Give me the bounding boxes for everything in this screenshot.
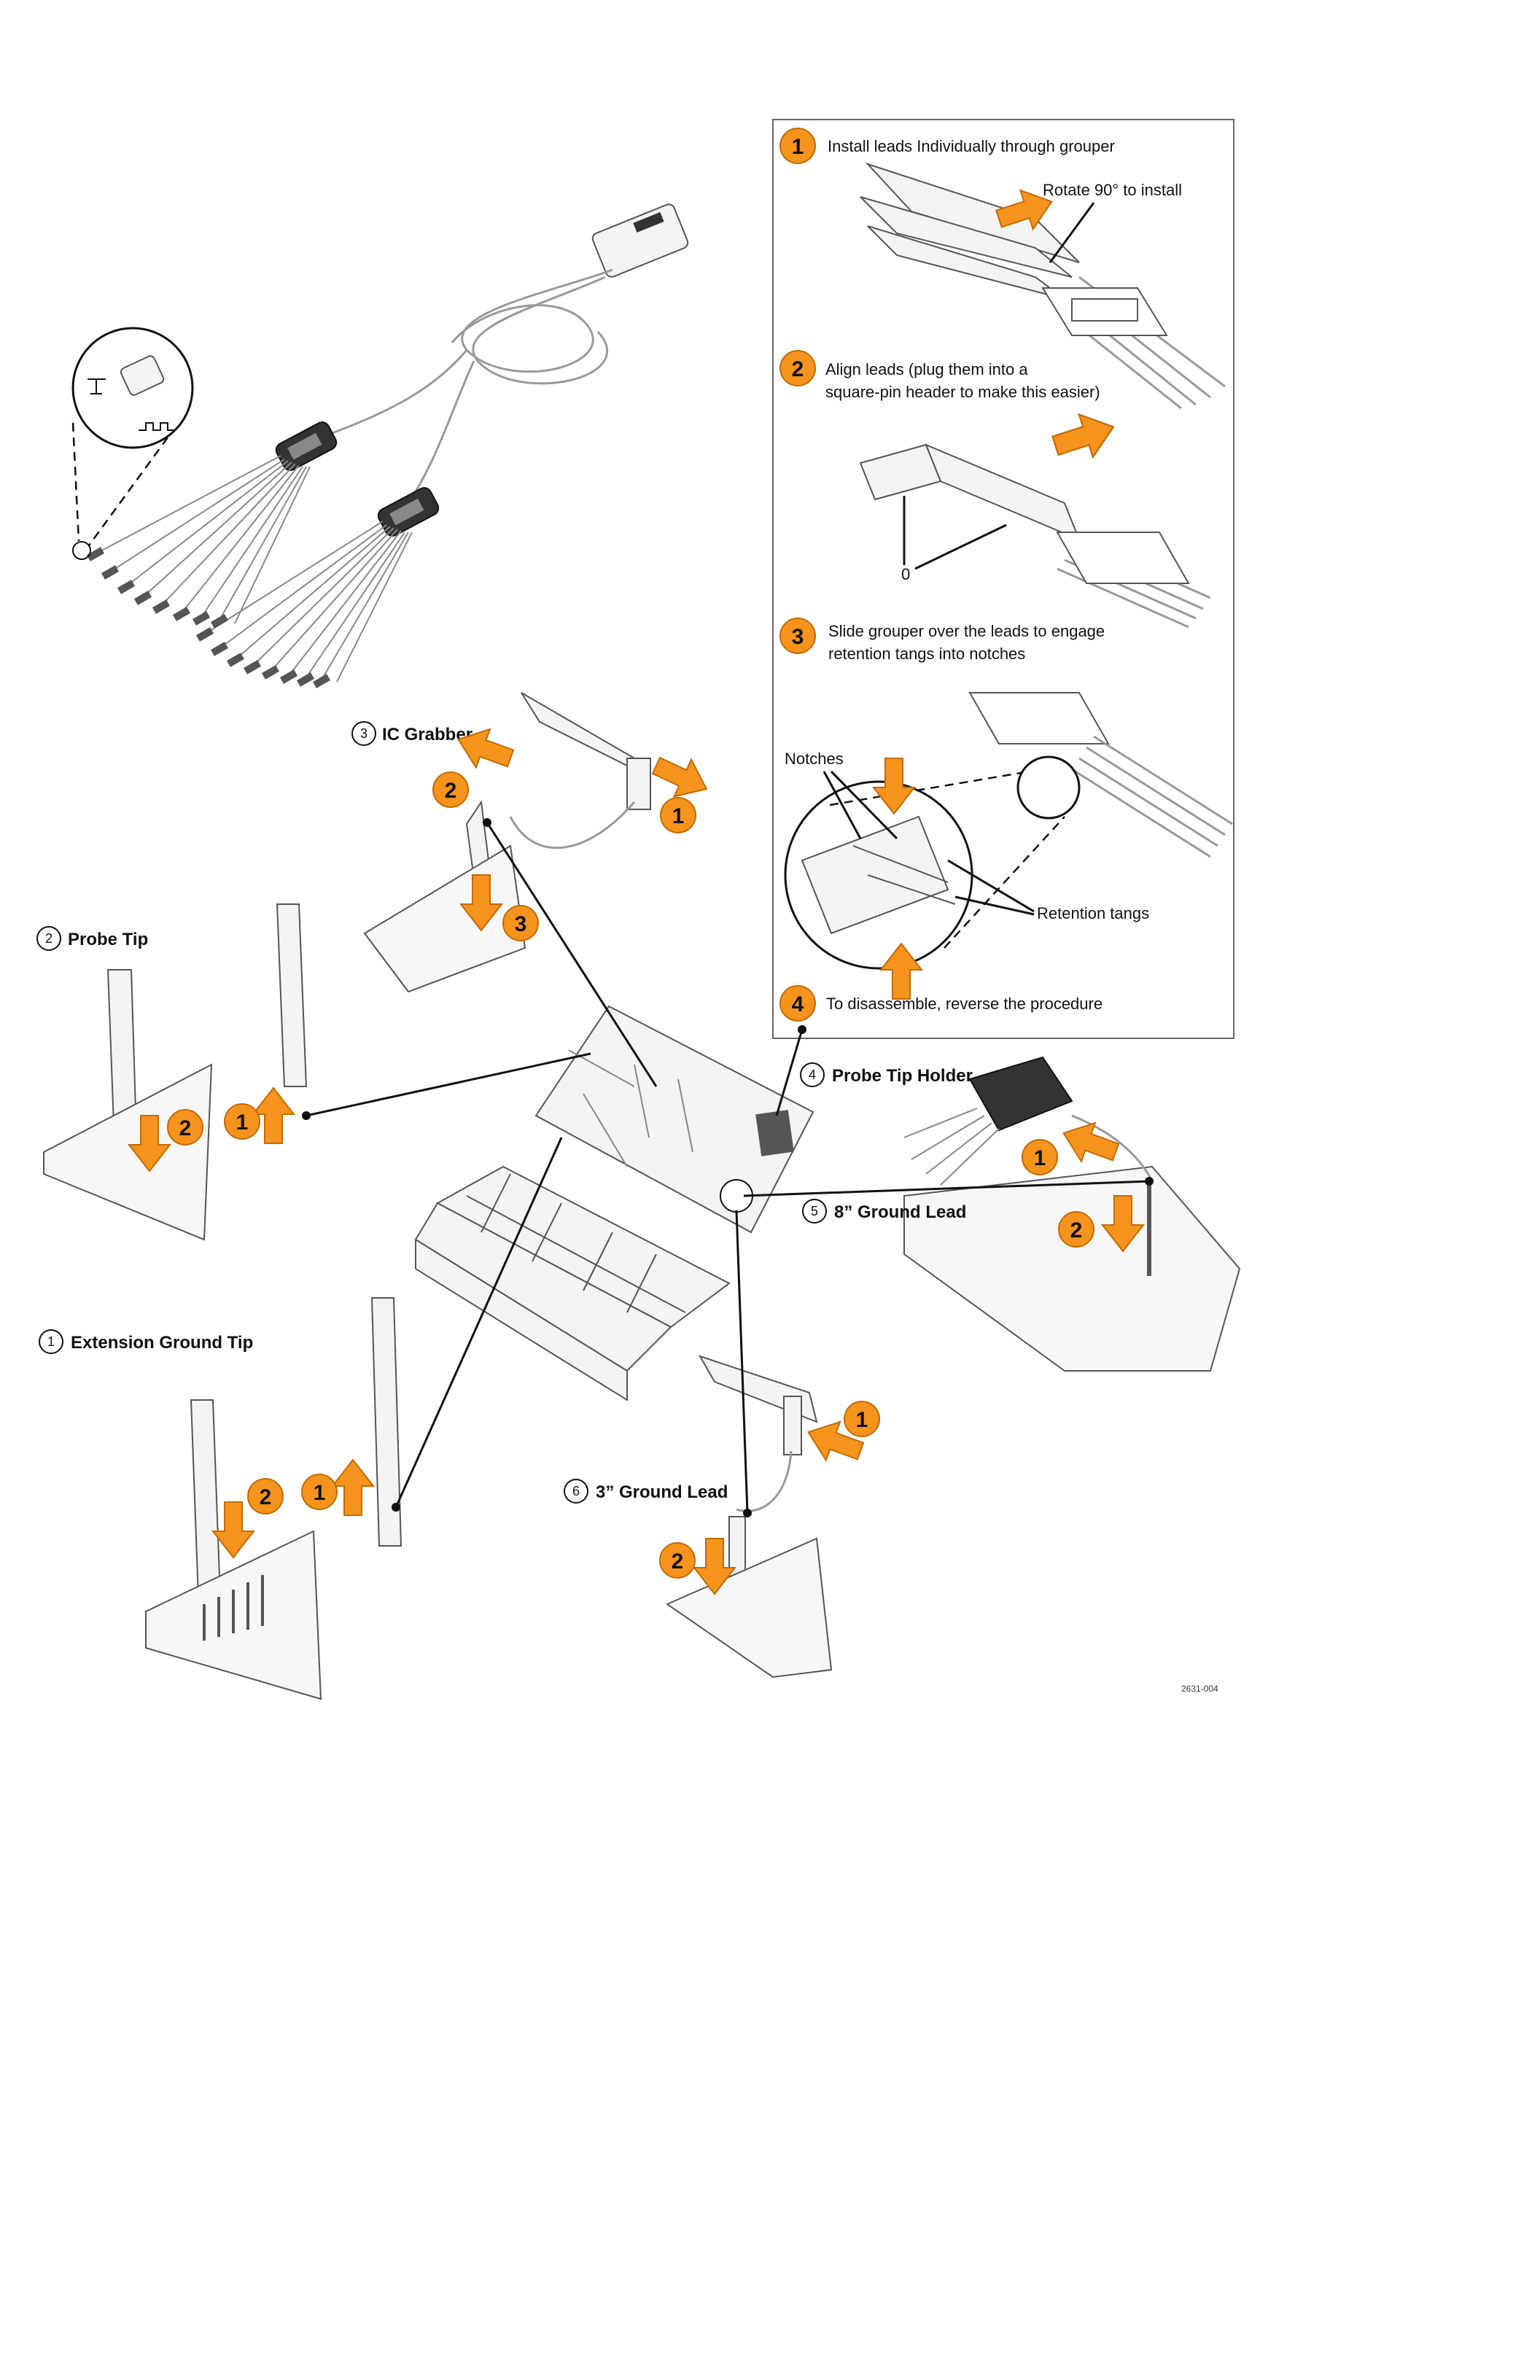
probe-tip-section: 2 Probe Tip 2 1 <box>36 903 308 1241</box>
probe-tip-number: 2 <box>45 931 52 946</box>
tip-holder-step-2: 2 <box>1070 1218 1083 1242</box>
ext-ground-step-1: 1 <box>314 1481 326 1505</box>
lead-set-pod-b <box>377 487 440 537</box>
step-2-text-line1: Align leads (plug them into a <box>825 360 1028 378</box>
step-3-text-line1: Slide grouper over the leads to engage <box>828 622 1105 640</box>
tip-holder-number: 4 <box>809 1068 816 1082</box>
square-pin-header-illustration <box>859 443 1211 629</box>
step-4-badge <box>779 985 816 1022</box>
notches-label: Notches <box>785 750 844 768</box>
ext-ground-arrow-1 <box>332 1459 374 1516</box>
step-4-number: 4 <box>792 992 804 1016</box>
lead-set-pod-a <box>275 421 338 471</box>
step-3-text-line2: retention tangs into notches <box>828 645 1025 663</box>
grouper-install-illustration <box>860 162 1226 410</box>
ic-grabber-step-3: 3 <box>515 912 527 936</box>
step-1-text: Install leads Individually through group… <box>828 137 1115 155</box>
callout-lines <box>302 818 1154 1517</box>
probe-pod <box>591 203 689 278</box>
step-2-number: 2 <box>792 357 804 381</box>
ground-3-number: 6 <box>572 1484 580 1498</box>
probe-tip-step-2: 2 <box>179 1116 192 1140</box>
step-1-badge <box>779 128 816 164</box>
tip-holder-label: Probe Tip Holder <box>832 1066 973 1086</box>
retention-tangs-label: Retention tangs <box>1037 904 1149 922</box>
ext-ground-number: 1 <box>47 1334 55 1349</box>
ic-grabber-step-1: 1 <box>672 804 685 828</box>
probe-tip-holder-section: 4 Probe Tip Holder 1 2 <box>800 1056 1241 1372</box>
step-1-number: 1 <box>792 135 804 159</box>
ground-3-label: 3” Ground Lead <box>596 1482 728 1502</box>
ground-lead-3-section: 6 3” Ground Lead 1 2 <box>564 1355 880 1679</box>
ground-8-number: 5 <box>811 1204 818 1218</box>
ic-grabber-number: 3 <box>360 726 368 741</box>
step-3-number: 3 <box>792 625 804 649</box>
step-3-badge <box>779 618 816 654</box>
probe-tip-step-1: 1 <box>236 1111 249 1135</box>
grouper-slide-illustration <box>784 692 1233 970</box>
ground-lead-8-section: 5 8” Ground Lead <box>802 1199 966 1224</box>
ground-3-step-2: 2 <box>672 1549 684 1574</box>
ext-ground-label: Extension Ground Tip <box>71 1333 253 1353</box>
instructions-panel: 1 Install leads Individually through gro… <box>772 119 1234 1039</box>
accessory-case <box>414 1005 814 1401</box>
step-4-text: To disassemble, reverse the procedure <box>826 995 1102 1013</box>
step-2-text-line2: square-pin header to make this easier) <box>825 383 1100 401</box>
ic-grabber-section: 3 IC Grabber 1 2 3 <box>351 692 716 993</box>
tip-holder-step-1: 1 <box>1034 1146 1046 1170</box>
probe-tip-label: Probe Tip <box>68 930 148 949</box>
figure-code: 2631-004 <box>1181 1684 1218 1694</box>
zero-label: 0 <box>901 565 910 583</box>
probe-cable-assembly <box>71 203 689 688</box>
ground-3-step-1: 1 <box>856 1408 868 1432</box>
ic-grabber-label: IC Grabber <box>382 725 472 744</box>
extension-ground-tip-section: 1 Extension Ground Tip 2 1 <box>39 1297 402 1700</box>
ext-ground-step-2: 2 <box>260 1485 272 1509</box>
rotate-label: Rotate 90° to install <box>1043 181 1182 199</box>
ground-8-label: 8” Ground Lead <box>834 1202 966 1222</box>
step-2-badge <box>779 350 816 386</box>
ic-grabber-step-2: 2 <box>445 779 457 803</box>
